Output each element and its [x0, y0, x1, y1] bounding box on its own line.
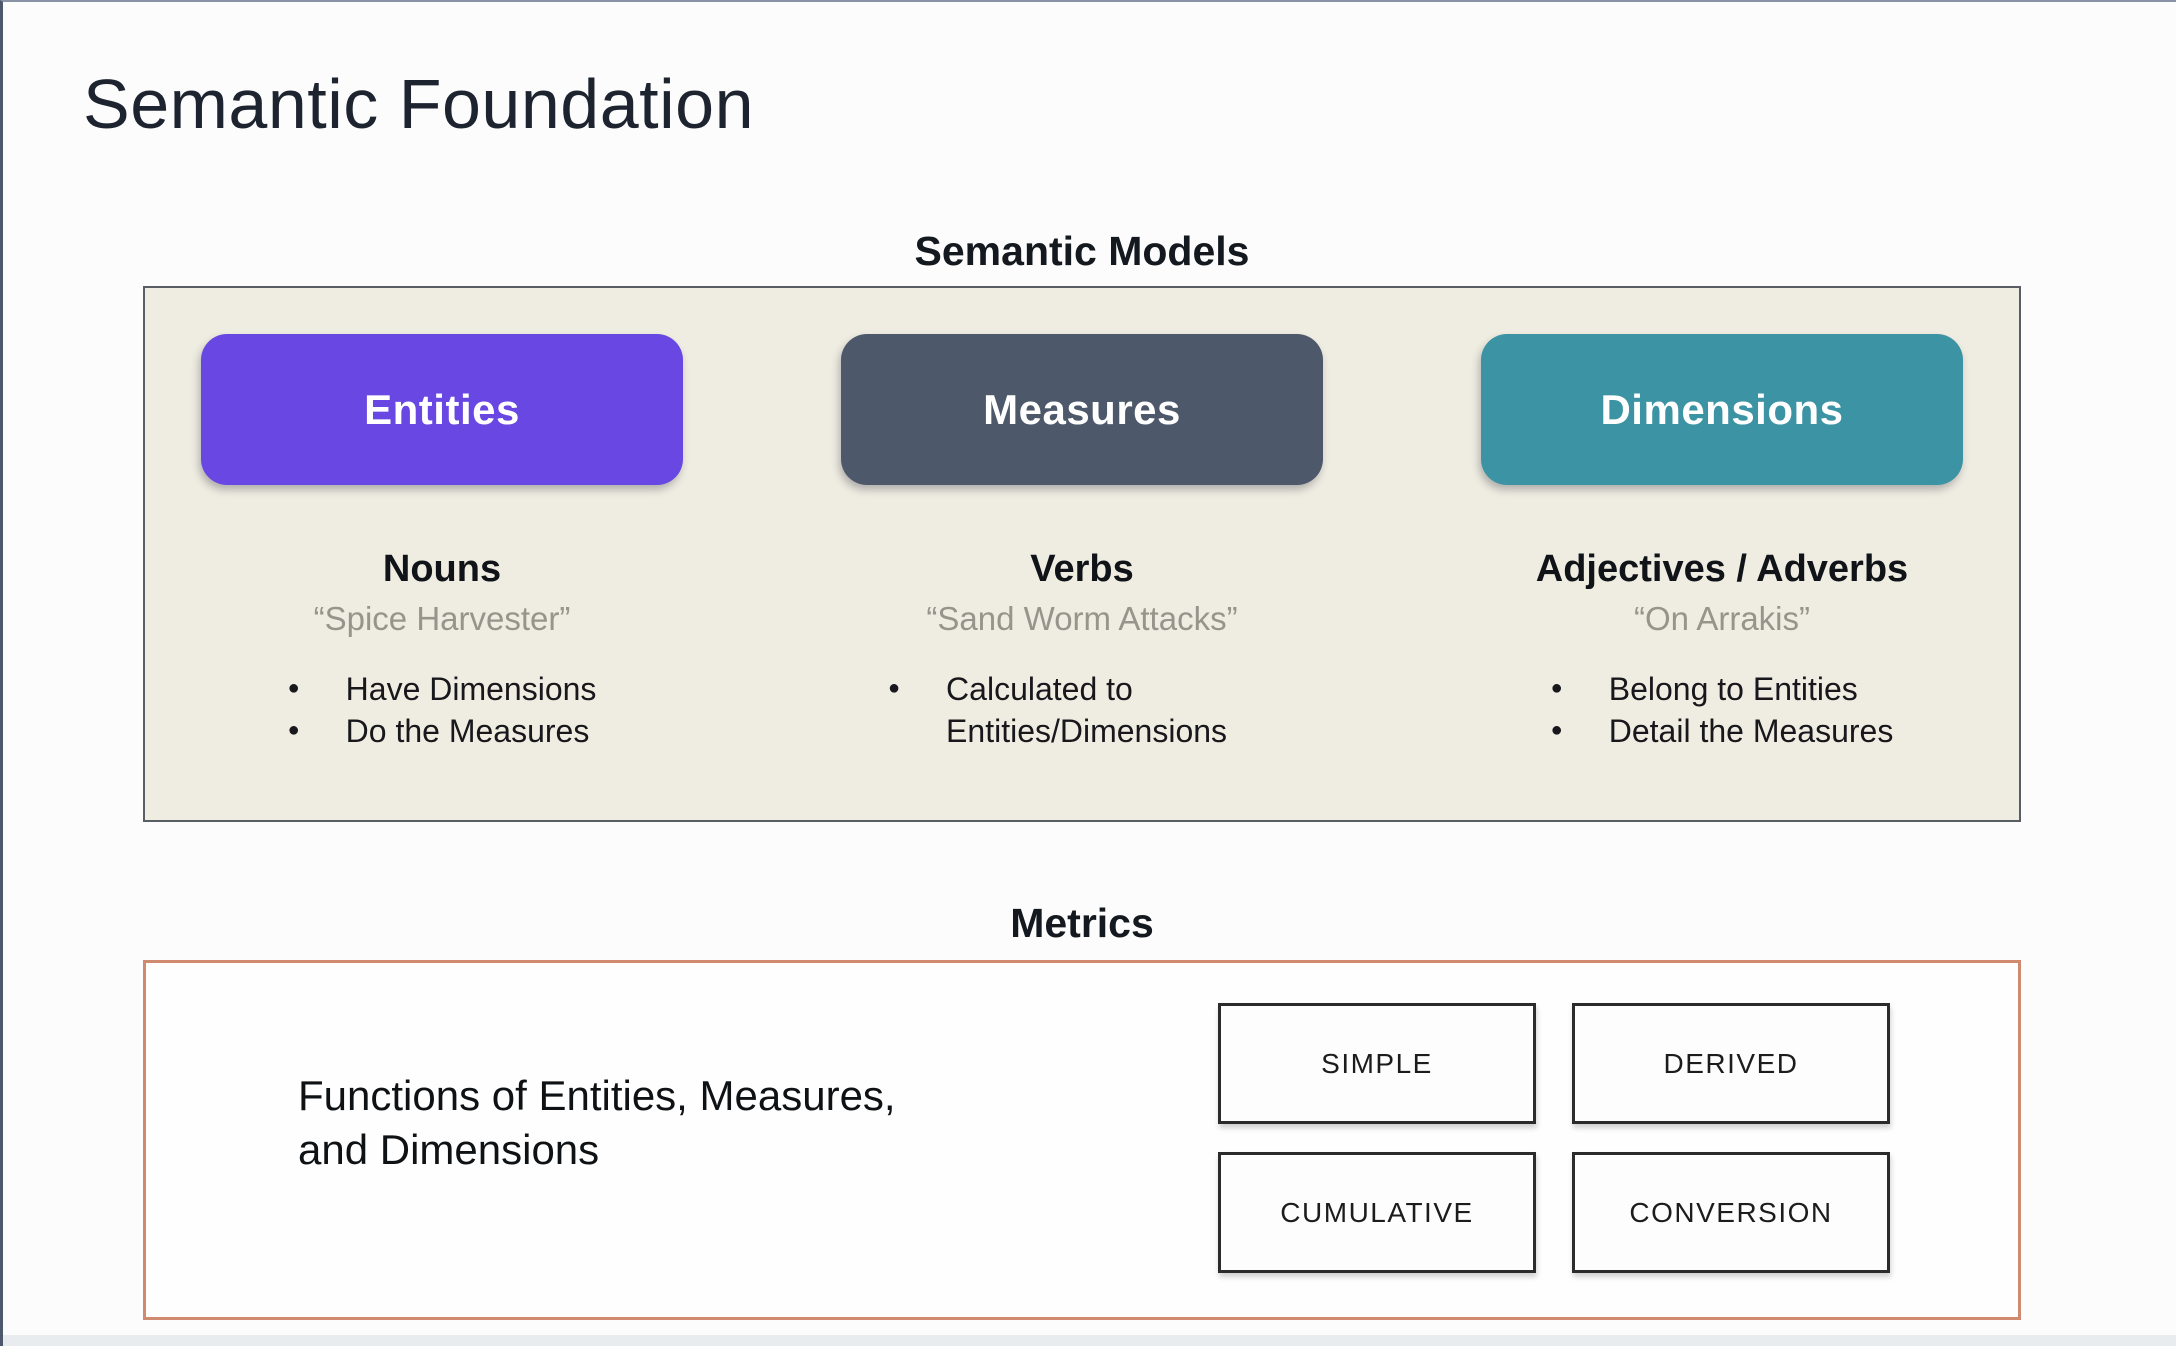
bullet-item: ● Detail the Measures [1551, 710, 1894, 752]
bullet-icon: ● [287, 677, 300, 700]
entities-pill: Entities [201, 334, 683, 485]
entities-example-quote: “Spice Harvester” [313, 599, 571, 637]
window-bottom-edge [3, 1335, 2176, 1346]
page-title: Semantic Foundation [83, 65, 755, 143]
dimensions-bullet-list: ● Belong to Entities ● Detail the Measur… [1551, 668, 1894, 752]
dimensions-pill-label: Dimensions [1600, 385, 1844, 433]
semantic-models-panel: Entities Nouns “Spice Harvester” ● Have … [143, 286, 2021, 822]
metrics-heading: Metrics [1010, 900, 1154, 946]
bullet-text: Have Dimensions [345, 671, 597, 708]
bullet-text: Calculated to Entities/Dimensions [946, 671, 1228, 750]
bullet-icon: ● [1550, 719, 1563, 742]
bullet-icon: ● [287, 719, 300, 742]
measures-column: Measures Verbs “Sand Worm Attacks” ● Cal… [837, 288, 1327, 820]
bullet-item: ● Do the Measures [288, 710, 597, 752]
semantic-models-heading: Semantic Models [914, 228, 1250, 274]
entities-bullet-list: ● Have Dimensions ● Do the Measures [288, 668, 597, 752]
measures-pill-label: Measures [983, 385, 1181, 433]
measures-example-quote: “Sand Worm Attacks” [926, 599, 1238, 637]
entities-role-heading: Nouns [382, 548, 502, 590]
metric-types-grid: SIMPLE DERIVED CUMULATIVE CONVERSION [1218, 1003, 1890, 1273]
bullet-item: ● Belong to Entities [1551, 668, 1894, 710]
measures-bullet-list: ● Calculated to Entities/Dimensions [888, 668, 1276, 752]
dimensions-column: Dimensions Adjectives / Adverbs “On Arra… [1477, 288, 1967, 820]
dimensions-pill: Dimensions [1481, 334, 1963, 485]
bullet-text: Detail the Measures [1608, 713, 1894, 750]
bullet-icon: ● [1550, 677, 1563, 700]
measures-pill: Measures [841, 334, 1323, 485]
metric-type-box-cumulative: CUMULATIVE [1218, 1152, 1536, 1273]
metrics-description: Functions of Entities, Measures, and Dim… [298, 1072, 896, 1173]
measures-role-heading: Verbs [1030, 548, 1134, 590]
dimensions-role-heading: Adjectives / Adverbs [1535, 548, 1909, 590]
metric-type-box-simple: SIMPLE [1218, 1003, 1536, 1124]
metrics-panel: Functions of Entities, Measures, and Dim… [143, 960, 2021, 1320]
bullet-item: ● Have Dimensions [288, 668, 597, 710]
entities-column: Entities Nouns “Spice Harvester” ● Have … [197, 288, 687, 820]
metric-type-box-conversion: CONVERSION [1572, 1152, 1890, 1273]
bullet-icon: ● [887, 677, 901, 700]
entities-pill-label: Entities [364, 385, 520, 433]
metric-type-box-derived: DERIVED [1572, 1003, 1890, 1124]
dimensions-example-quote: “On Arrakis” [1633, 599, 1811, 637]
bullet-text: Do the Measures [345, 713, 590, 750]
bullet-text: Belong to Entities [1608, 671, 1858, 708]
bullet-item: ● Calculated to Entities/Dimensions [888, 668, 1276, 752]
